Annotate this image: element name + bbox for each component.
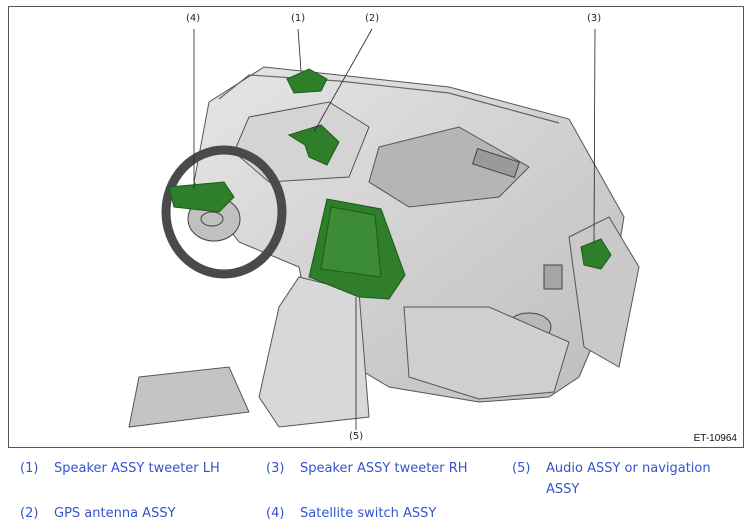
legend-item-satellite-switch: (4) Satellite switch ASSY: [266, 503, 506, 525]
center-console: [258, 276, 370, 428]
center-vent: [471, 147, 521, 179]
legend-item-tweeter-lh: (1) Speaker ASSY tweeter LH: [20, 458, 260, 480]
figure-frame: (1) (2) (3) (4) (5) ET-10964: [8, 6, 744, 448]
audio-nav-screen: [320, 206, 382, 278]
figure-code: ET-10964: [693, 433, 737, 444]
callout-4: (4): [186, 13, 201, 24]
steering-logo: [200, 211, 224, 227]
leader-2: [313, 28, 373, 133]
legend-text: GPS antenna ASSY: [54, 506, 176, 521]
legend-num: (2): [20, 506, 39, 521]
legend-num: (1): [20, 461, 39, 476]
callout-5: (5): [349, 431, 364, 442]
callout-1: (1): [291, 13, 306, 24]
windshield-ledge: [218, 74, 560, 124]
legend-item-tweeter-rh: (3) Speaker ASSY tweeter RH: [266, 458, 506, 480]
legend-text: Speaker ASSY tweeter LH: [54, 461, 220, 476]
legend-num: (5): [512, 461, 531, 476]
legend-item-gps-antenna: (2) GPS antenna ASSY: [20, 503, 260, 525]
legend-num: (4): [266, 506, 285, 521]
legend-text: Audio ASSY or navigation ASSY: [546, 461, 711, 497]
dashboard-illustration: [128, 28, 640, 430]
callout-2: (2): [365, 13, 380, 24]
center-recess: [368, 126, 530, 208]
legend-text: Speaker ASSY tweeter RH: [300, 461, 468, 476]
gps-antenna-part: [287, 124, 340, 166]
glove-box: [403, 306, 570, 400]
tweeter-rh-part: [580, 238, 612, 270]
armrest: [128, 366, 250, 428]
legend-num: (3): [266, 461, 285, 476]
tweeter-lh-part: [286, 68, 328, 94]
callout-3: (3): [587, 13, 602, 24]
legend-text: Satellite switch ASSY: [300, 506, 437, 521]
leader-3: [593, 28, 596, 244]
satellite-switch-part: [168, 181, 235, 213]
legend-item-audio-nav: (5) Audio ASSY or navigation ASSY: [512, 458, 742, 502]
leader-1: [297, 28, 302, 72]
right-vent: [543, 264, 563, 290]
steering-wheel: [161, 145, 287, 279]
